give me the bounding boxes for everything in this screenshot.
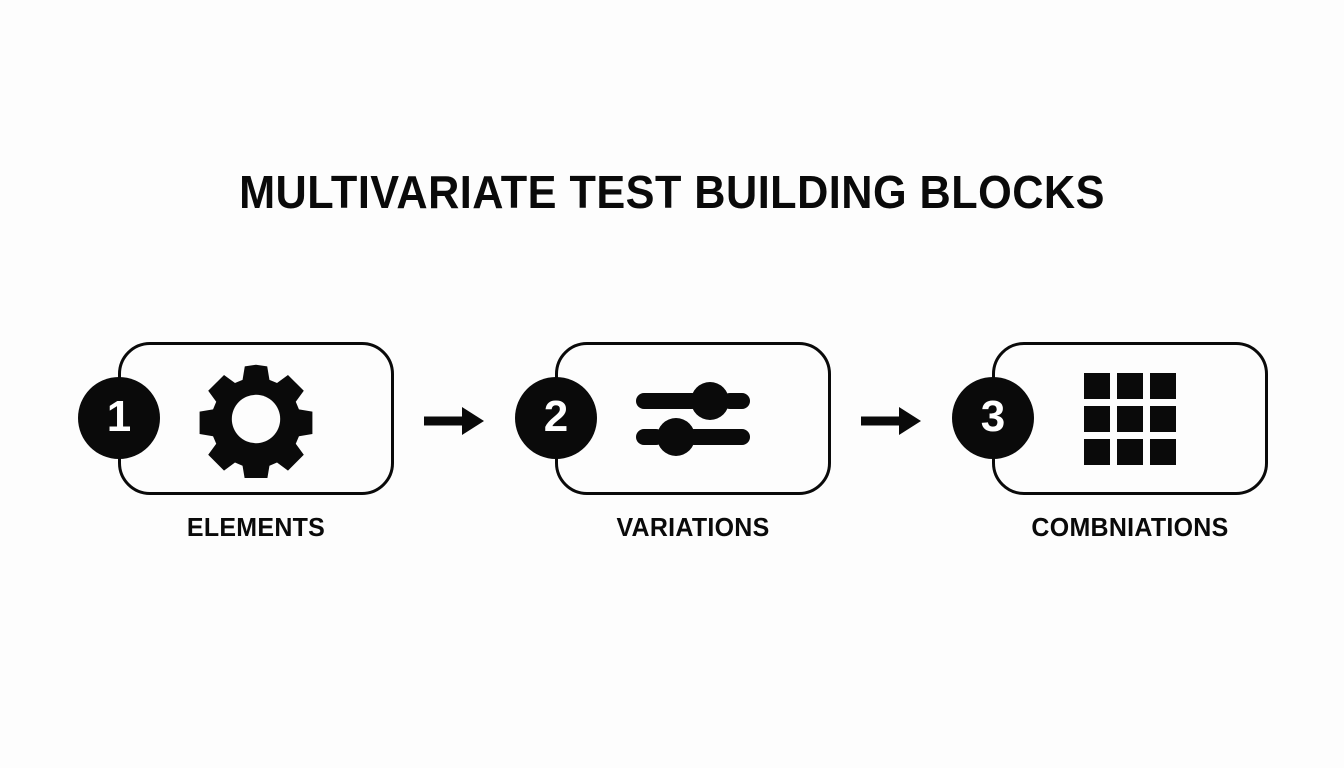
page-title: MULTIVARIATE TEST BUILDING BLOCKS xyxy=(239,166,1105,218)
arrow-right-icon-1 xyxy=(419,342,491,557)
step-label-2: VARIATIONS xyxy=(616,512,770,542)
step-number-badge-3: 3 xyxy=(952,377,1034,459)
arrow-right-icon-2 xyxy=(856,342,928,557)
step-card-3[interactable]: 3 COMBNIATIONS xyxy=(952,342,1268,557)
step-label-3: COMBNIATIONS xyxy=(1031,512,1229,542)
step-number-badge-2: 2 xyxy=(515,377,597,459)
step-card-1[interactable]: 1 ELEMENTS xyxy=(78,342,394,557)
step-card-2[interactable]: 2 VARIATIONS xyxy=(515,342,831,557)
step-label-1: ELEMENTS xyxy=(186,512,326,542)
process-flow: 1 ELEMENTS xyxy=(78,342,1268,557)
step-number-badge-1: 1 xyxy=(78,377,160,459)
